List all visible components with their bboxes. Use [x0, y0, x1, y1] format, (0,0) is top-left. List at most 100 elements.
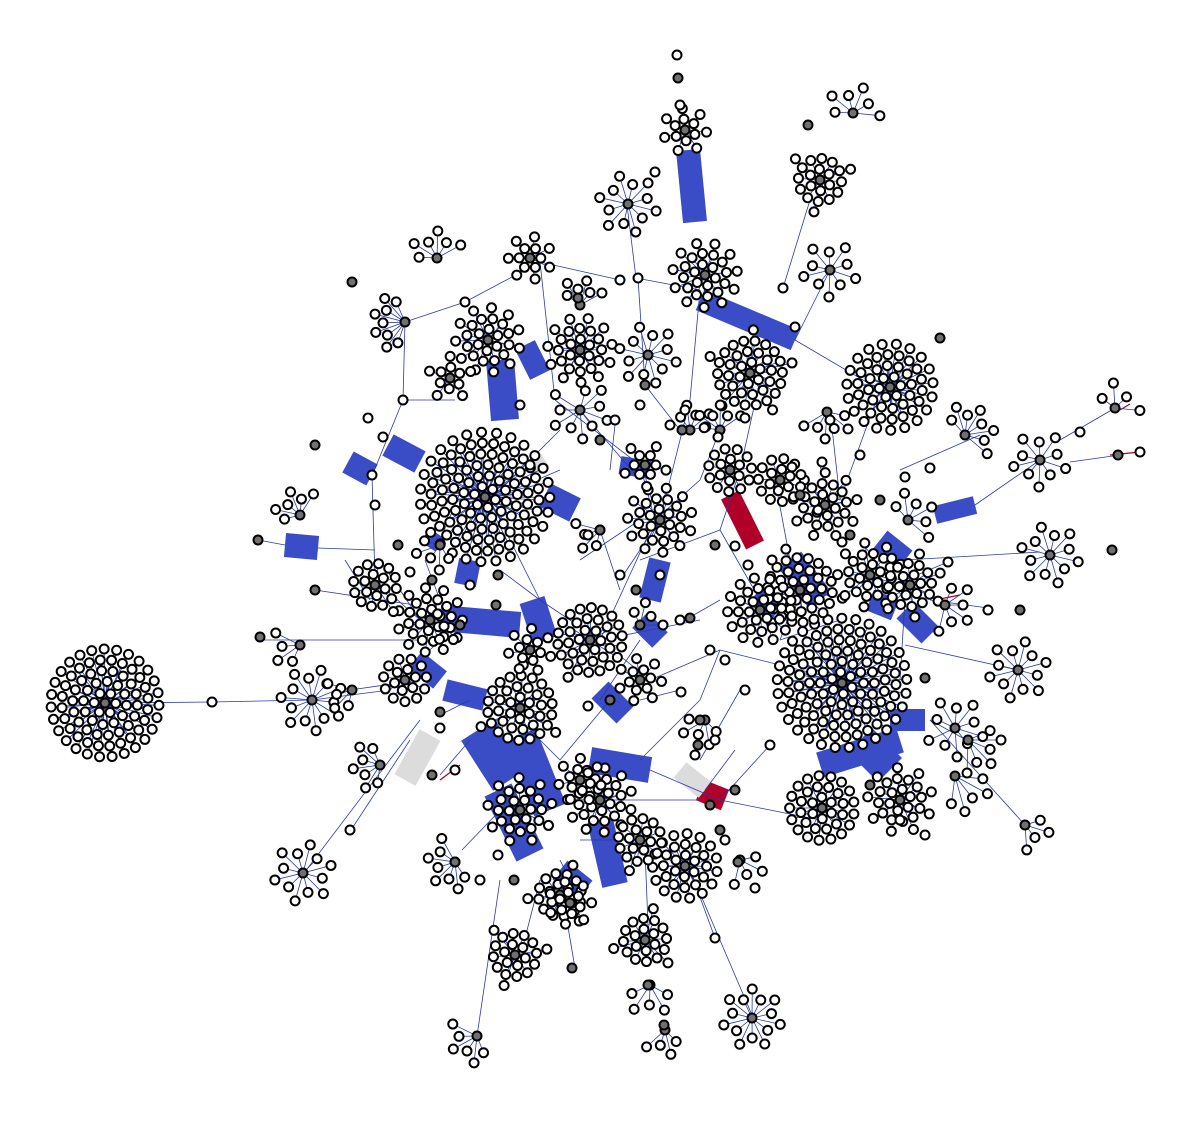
leaf-node-1474: [287, 655, 299, 667]
leaf-node-1058: [361, 559, 373, 571]
leaf-node-561: [706, 878, 718, 890]
leaf-node-353: [862, 358, 874, 370]
leaf-node-1052: [371, 590, 383, 602]
leaf-node-1412: [899, 487, 911, 499]
leaf-node-1162: [823, 168, 835, 180]
hub-node-1112: [634, 834, 646, 846]
leaf-node-1055: [349, 587, 361, 599]
hub-node-326: [884, 381, 896, 393]
leaf-node-21: [102, 729, 114, 741]
leaf-node-338: [881, 360, 893, 372]
leaf-node-1096: [532, 664, 544, 676]
leaf-node-656: [604, 357, 616, 369]
leaf-node-746: [916, 597, 928, 609]
leaf-node-536: [657, 860, 669, 872]
leaf-node-417: [720, 388, 732, 400]
leaf-node-1504: [626, 988, 638, 1000]
leaf-node-445: [513, 734, 525, 746]
leaf-node-123: [487, 522, 499, 534]
leaf-node-1232: [521, 967, 533, 979]
edge-22: [794, 269, 831, 341]
leaf-node-48: [59, 680, 71, 692]
leaf-node-1142: [510, 235, 522, 247]
leaf-node-1346: [1044, 469, 1056, 481]
leaf-node-241: [868, 677, 880, 689]
edge-50: [317, 547, 376, 551]
leaf-node-1581: [614, 274, 626, 286]
leaf-node-710: [843, 566, 855, 578]
leaf-node-690: [826, 587, 838, 599]
leaf-node-752: [914, 548, 926, 560]
leaf-node-165: [517, 453, 529, 465]
leaf-node-343: [897, 398, 909, 410]
leaf-node-149: [449, 536, 461, 548]
leaf-node-245: [817, 716, 829, 728]
leaf-node-378: [915, 351, 927, 363]
leaf-node-1286: [586, 420, 598, 432]
leaf-node-1414: [926, 501, 938, 513]
leaf-node-533: [688, 866, 700, 878]
leaf-node-1587: [377, 431, 389, 443]
leaf-node-418: [714, 379, 726, 391]
leaf-node-708: [850, 586, 862, 598]
leaf-node-973: [822, 520, 834, 532]
leaf-node-940: [719, 278, 731, 290]
leaf-node-1403: [959, 806, 971, 818]
leaf-node-586: [555, 649, 567, 661]
leaf-node-1440: [278, 862, 290, 874]
leaf-node-1528: [741, 868, 753, 880]
leaf-node-1390: [939, 739, 951, 751]
leaf-node-992: [764, 493, 776, 505]
leaf-node-278: [783, 687, 795, 699]
leaf-node-1068: [396, 684, 408, 696]
leaf-node-45: [59, 713, 71, 725]
leaf-node-129: [472, 534, 484, 546]
leaf-node-1011: [703, 460, 715, 472]
leaf-node-527: [925, 786, 937, 798]
leaf-node-494: [802, 773, 814, 785]
leaf-node-71: [46, 688, 58, 700]
leaf-node-991: [776, 495, 788, 507]
leaf-node-1543: [561, 277, 573, 289]
leaf-node-1154: [431, 389, 443, 401]
leaf-node-1102: [564, 771, 576, 783]
leaf-node-1420: [957, 599, 969, 611]
leaf-node-492: [786, 790, 798, 802]
leaf-node-1287: [577, 433, 589, 445]
leaf-node-1443: [304, 839, 316, 851]
leaf-node-1389: [951, 751, 963, 763]
leaf-node-830: [662, 494, 674, 506]
leaf-node-91: [476, 481, 488, 493]
leaf-node-861: [514, 782, 526, 794]
leaf-node-736: [895, 599, 907, 611]
leaf-node-743: [922, 567, 934, 579]
leaf-node-143: [506, 458, 518, 470]
leaf-node-1300: [662, 328, 674, 340]
leaf-node-1652: [1074, 426, 1086, 438]
leaf-node-1623: [709, 734, 721, 746]
edge-9: [402, 321, 406, 401]
leaf-node-246: [808, 710, 820, 722]
leaf-node-1073: [411, 692, 423, 704]
leaf-node-227: [842, 709, 854, 721]
hub-node-1132: [524, 252, 536, 264]
leaf-node-444: [524, 733, 536, 745]
leaf-node-676: [816, 583, 828, 595]
leaf-node-216: [836, 699, 848, 711]
leaf-node-979: [819, 467, 831, 479]
leaf-node-218: [817, 688, 829, 700]
edge-1497: [954, 775, 966, 812]
hub-node-1614: [630, 584, 642, 596]
leaf-node-114: [471, 460, 483, 472]
leaf-node-1: [110, 697, 122, 709]
leaf-node-1503: [628, 1003, 640, 1015]
leaf-node-406: [749, 335, 761, 347]
leaf-node-1047: [361, 586, 373, 598]
leaf-node-1306: [807, 260, 819, 272]
leaf-node-81: [142, 664, 154, 676]
hub-node-1638: [434, 706, 446, 718]
leaf-node-317: [875, 625, 887, 637]
leaf-node-1338: [981, 448, 993, 460]
leaf-node-535: [660, 871, 672, 883]
leaf-node-1225: [489, 940, 501, 952]
